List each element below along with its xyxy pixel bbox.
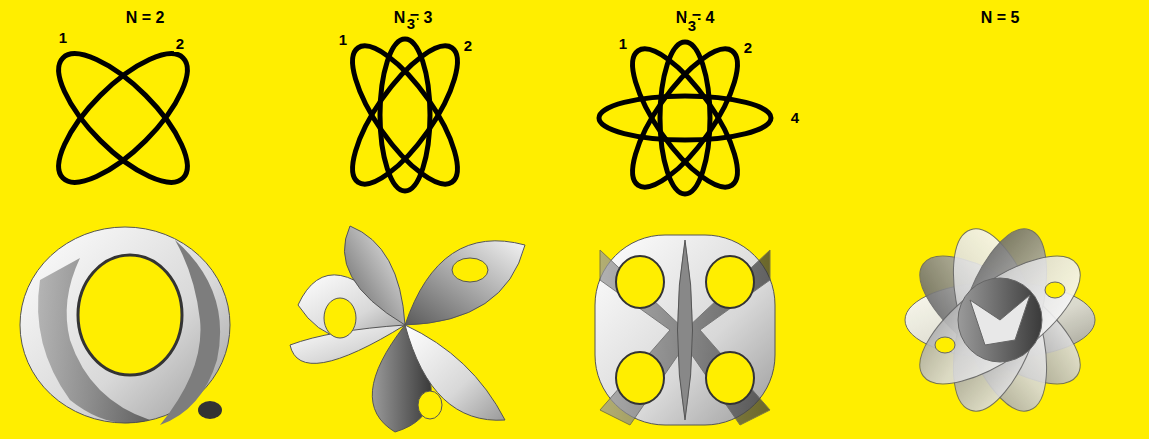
curve-number: 1 bbox=[57, 30, 69, 47]
surface-n2 bbox=[20, 227, 230, 425]
curve-number: 2 bbox=[462, 38, 474, 55]
curve-number: 4 bbox=[789, 110, 801, 127]
curve-number: 1 bbox=[617, 36, 629, 53]
curve-number: 1 bbox=[337, 32, 349, 49]
column-heading: N = 2 bbox=[124, 9, 167, 27]
ellipse-curves bbox=[40, 32, 771, 201]
curve-number: 2 bbox=[174, 36, 186, 53]
surface-n3 bbox=[290, 226, 525, 432]
surface-n5 bbox=[901, 218, 1099, 422]
curve-number: 3 bbox=[405, 16, 417, 33]
curve-number: 3 bbox=[686, 18, 698, 35]
surface-n4 bbox=[595, 235, 775, 425]
curve-number: 2 bbox=[742, 40, 754, 57]
column-heading: N = 5 bbox=[979, 9, 1022, 27]
